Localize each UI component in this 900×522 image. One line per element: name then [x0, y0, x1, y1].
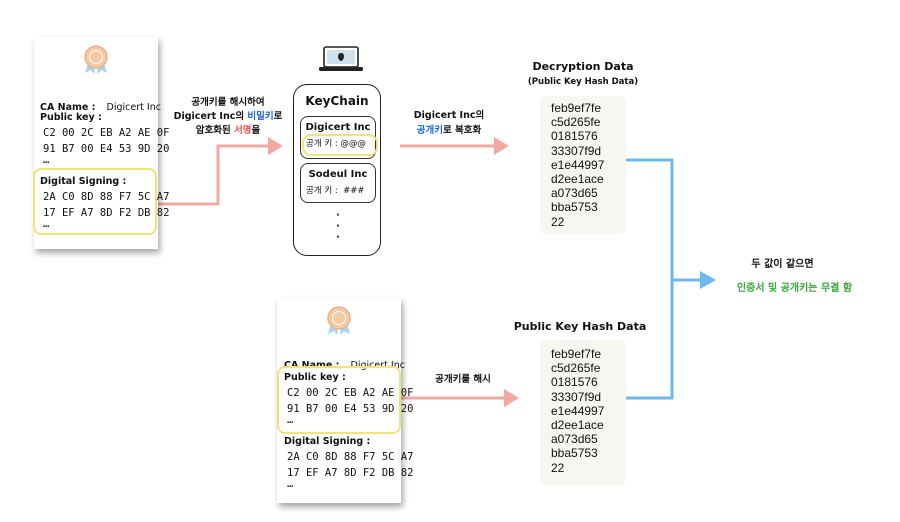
hash-line: d2ee1ace	[551, 172, 604, 187]
hash-data-value: feb9ef7fe c5d265fe 0181576 33307f9d e1e4…	[551, 347, 604, 475]
digital-signing-label: Digital Signing :	[40, 176, 127, 187]
caption-text: 암호화된	[195, 125, 235, 136]
caption-text: 로 복호화	[442, 125, 482, 136]
signing-line: 17 EF A7 8D F2 DB 82	[287, 467, 414, 479]
signing-line: 17 EF A7 8D F2 DB 82	[43, 207, 170, 219]
public-key-highlight: 공개키	[416, 125, 443, 136]
public-key-line: C2 00 2C EB A2 AE 0F	[43, 127, 170, 139]
result-conclusion: 인증서 및 공개키는 무결 함	[736, 283, 853, 294]
signing-line: …	[43, 218, 50, 230]
public-key-line: …	[287, 414, 294, 426]
hash-line: 33307f9d	[551, 143, 602, 158]
private-key-highlight: 비밀키	[247, 111, 274, 122]
public-key-line: C2 00 2C EB A2 AE 0F	[287, 387, 414, 399]
hash-line: 33307f9d	[551, 389, 602, 404]
sign-caption: 공개키를 해시하여 Digicert Inc의 비밀키로 암호화된 서명을	[170, 96, 286, 138]
signature-highlight: 서명	[234, 125, 252, 136]
result-condition: 두 값이 같으면	[751, 259, 814, 270]
public-key-line: …	[43, 154, 50, 166]
hash-line: a073d65	[551, 432, 598, 447]
certificate-badge-icon	[327, 306, 351, 335]
dot: ·	[336, 210, 340, 221]
signing-line: …	[287, 478, 294, 490]
decrypt-caption-line1: Digicert Inc의	[413, 110, 485, 121]
arrow-compare	[625, 158, 716, 400]
keychain-entry-sodeul-key: 공개 키 : ###	[306, 186, 365, 196]
hash-line: a073d65	[551, 186, 598, 201]
digicert-key-highlight	[302, 134, 378, 156]
hash-line: e1e44997	[551, 403, 605, 418]
ca-name-label: CA Name :	[40, 102, 96, 113]
hash-line: d2ee1ace	[551, 418, 604, 433]
keychain-entry-digicert-key: 공개 키 : @@@	[306, 139, 366, 149]
hash-line: 0181576	[551, 129, 598, 144]
digital-signing-value: 2A C0 8D 88 F7 5C A7 17 EF A7 8D F2 DB 8…	[287, 448, 413, 494]
caption-text: Digicert Inc의	[173, 111, 248, 122]
hash-line: 22	[551, 460, 565, 475]
keychain-more-indicator: · · ·	[336, 210, 340, 243]
hash-line: e1e44997	[551, 157, 605, 172]
decryption-data-box	[540, 96, 626, 234]
hash-line: bba5753	[551, 446, 598, 461]
signing-line: 2A C0 8D 88 F7 5C A7	[287, 451, 414, 463]
certificate-document-bottom	[277, 298, 401, 503]
public-key-label: Public key :	[284, 372, 346, 383]
public-key-line: 91 B7 00 E4 53 9D 20	[287, 403, 414, 415]
public-key-value: C2 00 2C EB A2 AE 0F 91 B7 00 E4 53 9D 2…	[43, 124, 169, 170]
hash-line: c5d265fe	[551, 115, 601, 130]
arrow-keychain-to-decryption	[400, 137, 509, 155]
hash-data-box	[540, 340, 626, 485]
digital-signing-value: 2A C0 8D 88 F7 5C A7 17 EF A7 8D F2 DB 8…	[43, 188, 169, 234]
public-key-label: Public key :	[40, 112, 102, 123]
public-key-value: C2 00 2C EB A2 AE 0F 91 B7 00 E4 53 9D 2…	[287, 384, 413, 430]
dot: ·	[336, 232, 340, 243]
hash-line: feb9ef7fe	[551, 101, 602, 115]
caption-text: 로	[273, 111, 283, 122]
hash-line: feb9ef7fe	[551, 347, 602, 361]
decrypt-caption-line2: 공개키로 복호화	[394, 123, 504, 138]
ca-name-row: CA Name : Digicert Inc	[40, 95, 161, 114]
signing-line: 2A C0 8D 88 F7 5C A7	[43, 191, 170, 203]
ca-name-value: Digicert Inc	[106, 102, 161, 113]
keychain-entry-sodeul-name: Sodeul Inc	[308, 169, 368, 180]
dot: ·	[336, 221, 340, 232]
ca-name-row: CA Name : Digicert Inc	[284, 353, 405, 372]
hash-line: c5d265fe	[551, 361, 601, 376]
hash-line: 0181576	[551, 375, 598, 390]
decrypt-caption: Digicert Inc의 공개키로 복호화	[394, 108, 504, 138]
decryption-title: Decryption Data	[532, 60, 634, 73]
keychain-title: KeyChain	[305, 94, 369, 108]
arrow-sign-to-keychain	[158, 137, 283, 206]
arrow-pubkey-to-hash	[400, 389, 519, 407]
laptop-icon	[319, 46, 363, 71]
decryption-data-value: feb9ef7fe c5d265fe 0181576 33307f9d e1e4…	[551, 101, 604, 229]
hash-line: bba5753	[551, 200, 598, 215]
hash-caption: 공개키를 해시	[435, 374, 491, 385]
sign-caption-line1: 공개키를 해시하여	[191, 97, 265, 108]
sign-caption-line3: 암호화된 서명을	[170, 124, 286, 138]
keychain-entry-sodeul[interactable]	[300, 163, 376, 203]
digital-signing-label: Digital Signing :	[284, 436, 371, 447]
signing-highlight	[33, 168, 157, 235]
caption-text: 을	[251, 125, 261, 136]
ca-name-label: CA Name :	[284, 360, 340, 371]
certificate-document-top	[34, 37, 158, 249]
hash-title: Public Key Hash Data	[513, 320, 647, 333]
public-key-highlight	[277, 366, 401, 434]
keychain-entry-digicert-name: Digicert Inc	[305, 122, 371, 133]
ca-name-value: Digicert Inc	[350, 360, 405, 371]
certificate-badge-icon	[84, 45, 108, 74]
public-key-line: 91 B7 00 E4 53 9D 20	[43, 143, 170, 155]
hash-line: 22	[551, 214, 565, 229]
decryption-subtitle: (Public Key Hash Data)	[527, 77, 639, 87]
sign-caption-line2: Digicert Inc의 비밀키로	[170, 110, 286, 124]
